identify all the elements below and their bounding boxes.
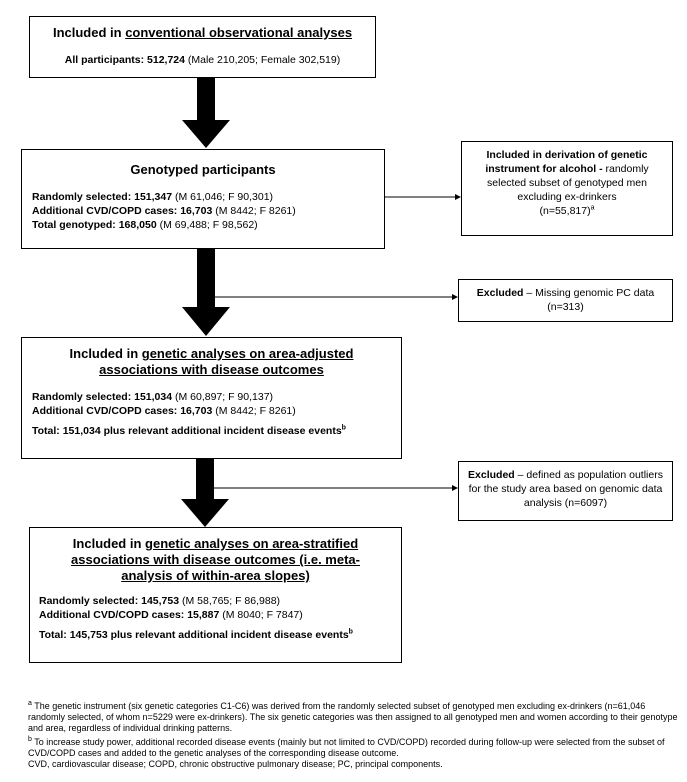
area-adjusted-analyses-box: Included in genetic analyses on area-adj…: [21, 337, 402, 459]
excluded-missing-pc-box: Excluded – Missing genomic PC data (n=31…: [458, 279, 673, 322]
abbreviations: CVD, cardiovascular disease; COPD, chron…: [28, 759, 443, 769]
box3-row-randomly-selected: Randomly selected: 151,034 (M 60,897; F …: [32, 391, 274, 403]
box2-title: Genotyped participants: [130, 162, 276, 177]
down-arrow-3: [181, 459, 229, 527]
down-arrow-2: [182, 249, 230, 336]
box2-row-randomly-selected: Randomly selected: 151,347 (M 61,046; F …: [32, 191, 274, 203]
excluded-population-outliers-box: Excluded – defined as population outlier…: [458, 461, 673, 521]
box3-row-additional-cases: Additional CVD/COPD cases: 16,703 (M 844…: [32, 405, 296, 417]
genotyped-participants-box: Genotyped participants Randomly selected…: [21, 149, 385, 249]
box3-total: Total: 151,034 plus relevant additional …: [32, 424, 346, 438]
conventional-analyses-box: Included in conventional observational a…: [29, 16, 376, 78]
box2-row-total-genotyped: Total genotyped: 168,050 (M 69,488; F 98…: [32, 219, 258, 231]
branch-line-1: [385, 194, 461, 200]
footnote-b: b To increase study power, additional re…: [28, 736, 665, 769]
box3-title: Included in genetic analyses on area-adj…: [69, 346, 354, 377]
box4-row-randomly-selected: Randomly selected: 145,753 (M 58,765; F …: [39, 595, 281, 607]
box2-row-additional-cases: Additional CVD/COPD cases: 16,703 (M 844…: [32, 205, 296, 217]
branch-line-3: [205, 485, 458, 491]
footnote-a: a The genetic instrument (six genetic ca…: [28, 700, 678, 733]
area-stratified-analyses-box: Included in genetic analyses on area-str…: [29, 527, 402, 663]
box1-all-participants: All participants: 512,724 (Male 210,205;…: [64, 54, 341, 66]
box4-total: Total: 145,753 plus relevant additional …: [39, 628, 353, 642]
box4-row-additional-cases: Additional CVD/COPD cases: 15,887 (M 804…: [39, 609, 303, 621]
down-arrow-1: [182, 78, 230, 148]
branch-line-2: [206, 294, 458, 300]
alcohol-instrument-box: Included in derivation of genetic instru…: [461, 141, 673, 236]
box1-title: Included in conventional observational a…: [52, 25, 353, 40]
box4-title: Included in genetic analyses on area-str…: [71, 536, 360, 583]
footnotes: a The genetic instrument (six genetic ca…: [28, 700, 678, 773]
